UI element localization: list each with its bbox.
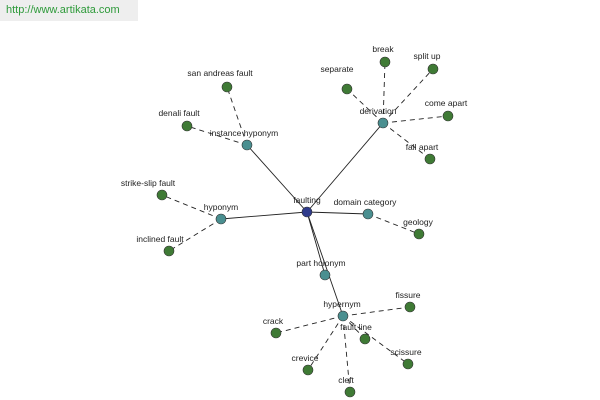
edge-faulting-instance-hyponym (246, 144, 308, 213)
leaf-node-marker[interactable] (341, 83, 353, 95)
leaf-node-label: san andreas fault (187, 68, 253, 78)
leaf-node-marker[interactable] (156, 189, 168, 201)
leaf-node-marker[interactable] (359, 333, 371, 345)
edge-hyponym-strike-slip-fault (161, 194, 222, 220)
relation-node-label: derivation (360, 106, 397, 116)
leaf-node-label: scissure (390, 347, 421, 357)
edge-hypernym-cleft (342, 315, 351, 393)
edge-derivation-come-apart (382, 115, 449, 124)
leaf-node-label: fall apart (406, 142, 439, 152)
leaf-node-split-up[interactable]: split up (414, 51, 441, 75)
relation-node-hyponym[interactable]: hyponym (204, 202, 239, 225)
leaf-node-crevice[interactable]: crevice (292, 353, 319, 376)
relation-node-hypernym[interactable]: hypernym (323, 299, 361, 322)
edge-derivation-split-up (382, 68, 434, 124)
leaf-node-marker[interactable] (404, 301, 416, 313)
leaf-node-marker[interactable] (413, 228, 425, 240)
leaf-node-marker[interactable] (424, 153, 436, 165)
leaf-node-label: denali fault (158, 108, 200, 118)
edge-hypernym-fissure (342, 306, 411, 317)
edge-derivation-break (382, 61, 386, 124)
relation-node-label: instance hyponym (210, 128, 279, 138)
relation-node-marker[interactable] (337, 310, 349, 322)
relation-node-label: hyponym (204, 202, 239, 212)
leaf-node-break[interactable]: break (372, 44, 394, 68)
center-node-faulting[interactable]: faulting (293, 195, 321, 218)
leaf-node-geology[interactable]: geology (403, 217, 434, 240)
edge-faulting-hyponym (220, 211, 308, 220)
leaf-node-fissure[interactable]: fissure (395, 290, 421, 313)
edge-instance-hyponym-san-andreas-fault (226, 86, 248, 146)
relation-node-marker[interactable] (215, 213, 227, 225)
leaf-node-marker[interactable] (302, 364, 314, 376)
leaf-node-label: separate (320, 64, 353, 74)
leaf-node-marker[interactable] (427, 63, 439, 75)
relation-node-derivation[interactable]: derivation (360, 106, 397, 129)
graph-edges (161, 61, 449, 393)
leaf-node-san-andreas-fault[interactable]: san andreas fault (187, 68, 253, 93)
leaf-node-scissure[interactable]: scissure (390, 347, 422, 370)
url-banner[interactable]: http://www.artikata.com (0, 0, 138, 21)
leaf-node-label: crevice (292, 353, 319, 363)
leaf-node-cleft[interactable]: cleft (338, 375, 356, 398)
leaf-node-label: crack (263, 316, 284, 326)
leaf-node-marker[interactable] (163, 245, 175, 257)
leaf-node-label: geology (403, 217, 434, 227)
graph-nodes: san andreas fault denali fault separate bre… (121, 44, 468, 398)
relation-node-marker[interactable] (377, 117, 389, 129)
leaf-node-inclined-fault[interactable]: inclined fault (136, 234, 184, 257)
leaf-node-come-apart[interactable]: come apart (425, 98, 468, 122)
edge-domain-category-geology (367, 213, 420, 235)
leaf-node-marker[interactable] (221, 81, 233, 93)
relation-node-label: hypernym (323, 299, 360, 309)
edge-faulting-hypernym (306, 211, 344, 317)
leaf-node-marker[interactable] (344, 386, 356, 398)
edge-instance-hyponym-denali-fault (186, 125, 248, 146)
relation-node-marker[interactable] (241, 139, 253, 151)
edge-faulting-part-holonym (306, 211, 326, 276)
leaf-node-label: fissure (395, 290, 420, 300)
center-node-marker[interactable] (301, 206, 313, 218)
edge-faulting-derivation (306, 122, 384, 213)
leaf-node-marker[interactable] (442, 110, 454, 122)
relation-node-part-holonym[interactable]: part holonym (296, 258, 346, 281)
leaf-node-strike-slip-fault[interactable]: strike-slip fault (121, 178, 176, 201)
leaf-node-label: split up (414, 51, 441, 61)
edge-hypernym-scissure (342, 315, 409, 365)
leaf-node-separate[interactable]: separate (320, 64, 354, 95)
relation-node-instance-hyponym[interactable]: instance hyponym (210, 128, 279, 151)
edge-derivation-fall-apart (382, 122, 431, 160)
leaf-node-label: cleft (338, 375, 354, 385)
leaf-node-marker[interactable] (402, 358, 414, 370)
leaf-node-denali-fault[interactable]: denali fault (158, 108, 200, 132)
leaf-node-marker[interactable] (379, 56, 391, 68)
relation-node-marker[interactable] (319, 269, 331, 281)
leaf-node-fall-apart[interactable]: fall apart (406, 142, 439, 165)
relation-node-marker[interactable] (362, 208, 374, 220)
leaf-node-label: inclined fault (136, 234, 184, 244)
leaf-node-label: come apart (425, 98, 468, 108)
relation-node-label: part holonym (296, 258, 345, 268)
edge-hypernym-crack (275, 315, 344, 334)
edge-hyponym-inclined-fault (168, 218, 222, 252)
leaf-node-label: break (372, 44, 394, 54)
relation-node-domain-category[interactable]: domain category (334, 197, 398, 220)
relation-node-label: domain category (334, 197, 398, 207)
leaf-node-fault-line[interactable]: fault line (340, 322, 372, 345)
edge-hypernym-crevice (307, 315, 344, 371)
center-node-label: faulting (293, 195, 321, 205)
leaf-node-label: fault line (340, 322, 372, 332)
leaf-node-marker[interactable] (181, 120, 193, 132)
leaf-node-marker[interactable] (270, 327, 282, 339)
edge-faulting-domain-category (306, 211, 369, 215)
leaf-node-label: strike-slip fault (121, 178, 176, 188)
leaf-node-crack[interactable]: crack (263, 316, 284, 339)
